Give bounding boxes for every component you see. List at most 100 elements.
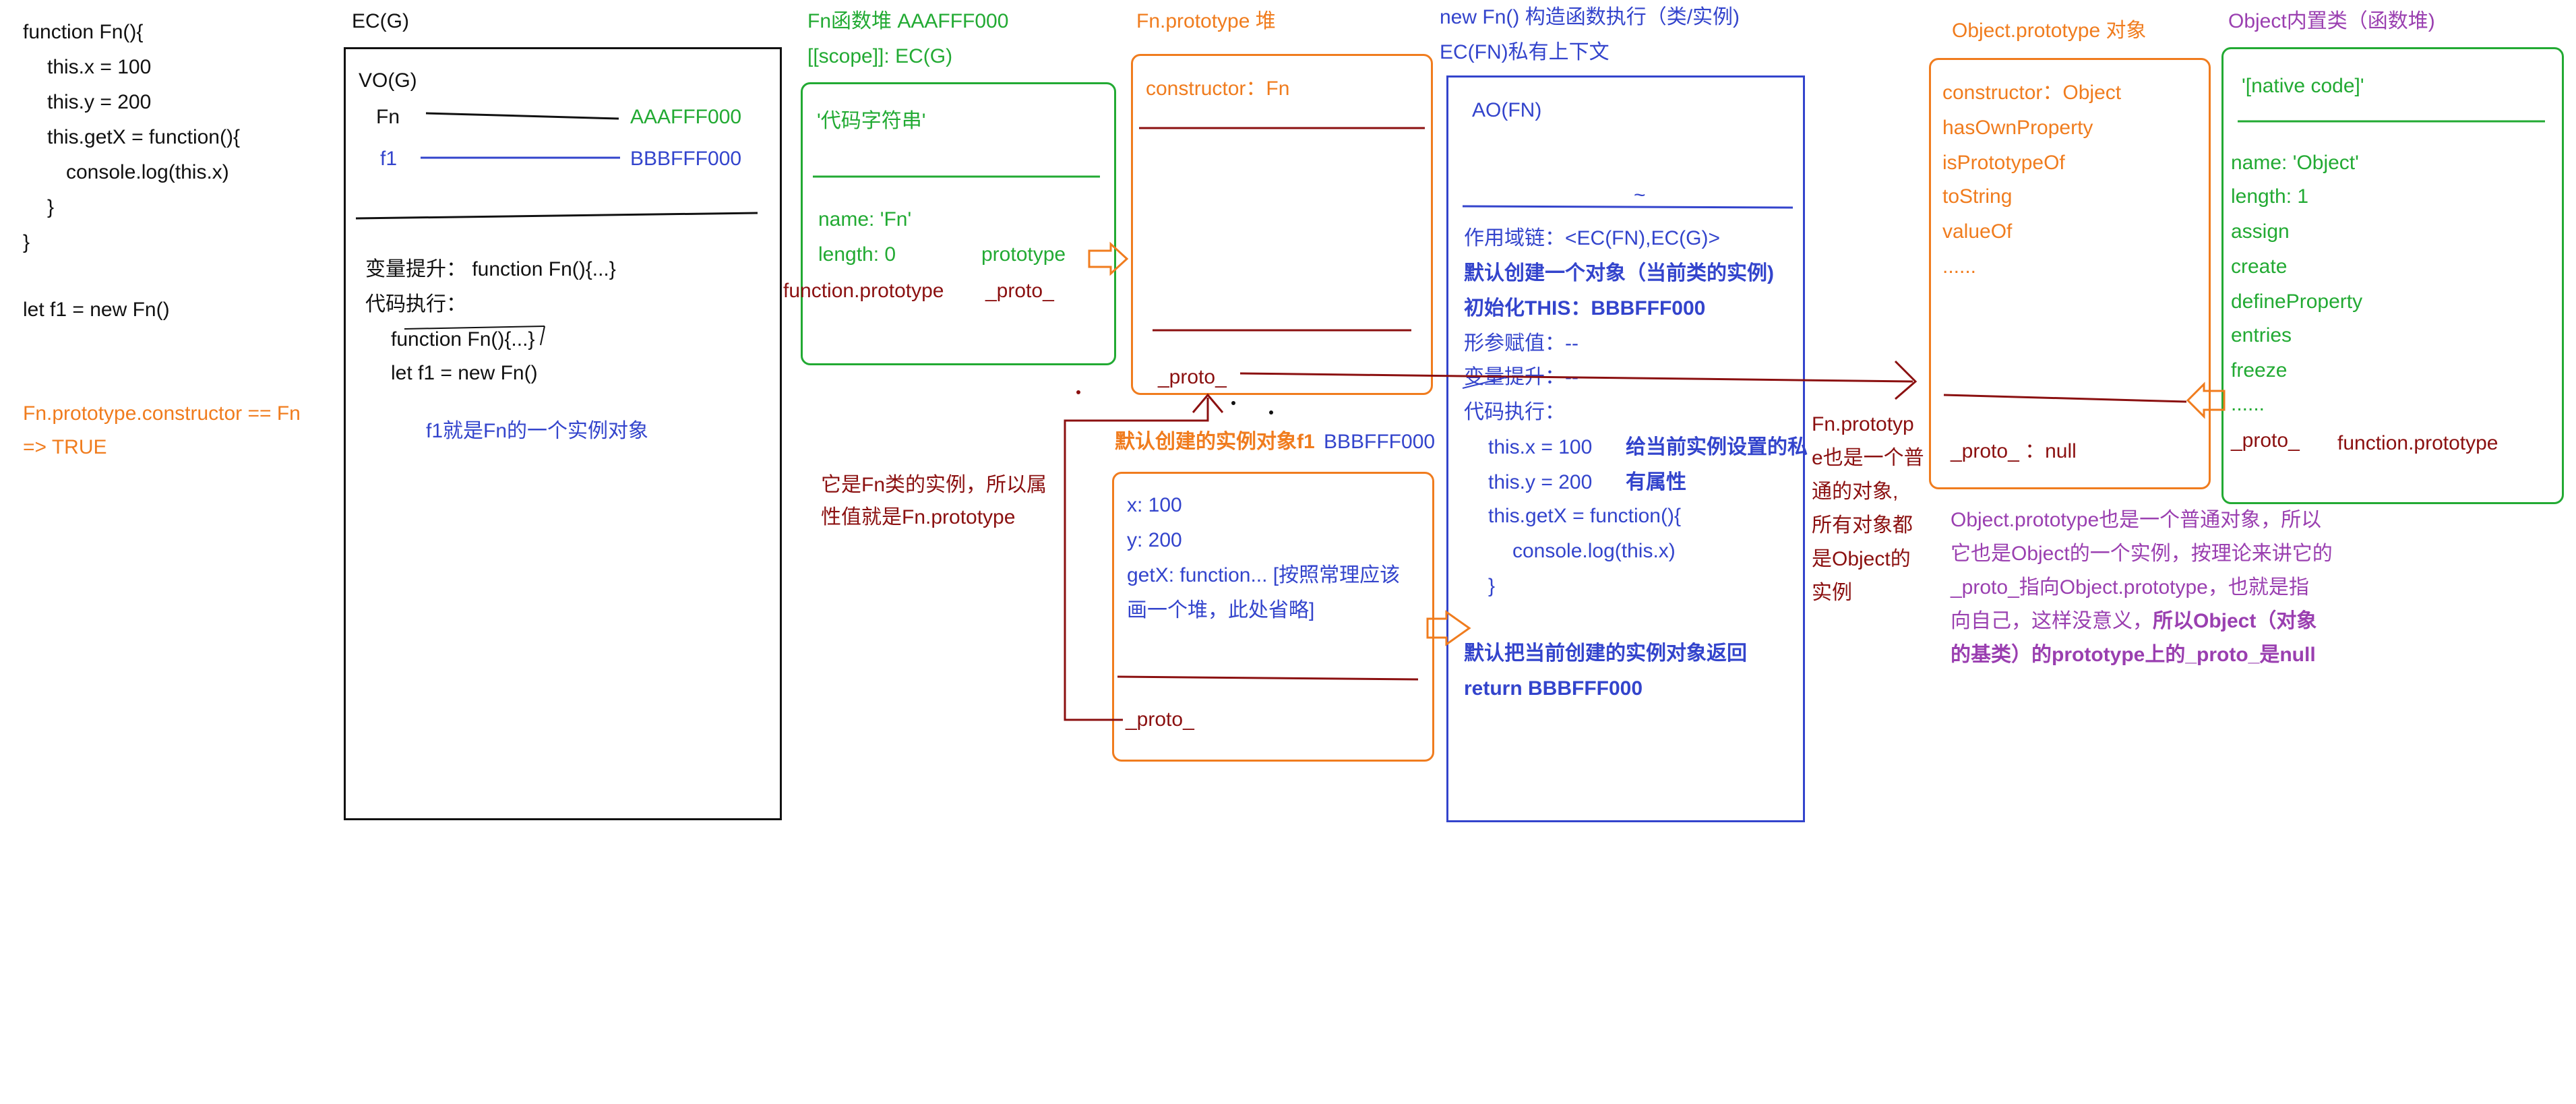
fnproto-proto: _proto_ [1158,366,1227,388]
this-y: this.y = 200 [1488,471,1593,493]
newfn-box [1446,75,1805,822]
objproto-note-4-bold: 所以Object（对象 [2153,610,2317,632]
objproto-note-1: Object.prototype也是一个普通对象，所以 [1951,509,2322,531]
this-y-note: 有属性 [1626,471,1686,493]
ecg-box [344,47,782,820]
scope-chain: 作用域链：<EC(FN),EC(G)> [1464,227,1721,249]
this-x: this.x = 100 [1488,436,1593,458]
ecg-exec-1: function Fn(){...} [391,328,535,350]
instance-box [1112,472,1434,762]
objclass-title: Object内置类（函数堆) [2228,10,2435,32]
stray-dot [1231,401,1235,405]
strike-mark [404,326,545,330]
this-getx: this.getX = function(){ [1488,505,1681,527]
objclass-item: create [2231,255,2288,278]
fnheap-box [801,82,1116,365]
ecg-exec: 代码执行： [365,293,466,315]
instance-proto-arrowhead [1192,393,1224,413]
this-log: console.log(this.x) [1512,540,1676,562]
stray-dot [1269,410,1273,415]
fn-pointer-line [425,112,619,120]
objclass-func-proto: function.prototype [2337,432,2498,454]
fnproto-box [1131,54,1433,395]
instance-getx: getX: function... [按照常理应该 [1127,564,1401,586]
fnproto-constructor: constructor：Fn [1146,78,1290,100]
instance-getx-cont: 画一个堆，此处省略] [1127,599,1315,621]
newfn-subtitle: EC(FN)私有上下文 [1440,41,1609,63]
fnproto-note-5: 是Object的 [1812,548,1911,570]
objproto-note-5: 的基类）的prototype上的_proto_是null [1951,644,2316,666]
stray-dot [1076,390,1080,394]
objclass-box [2221,47,2564,504]
var-f1: f1 [380,148,398,170]
objclass-item: assign [2231,220,2290,243]
fnproto-note-1: Fn.prototyp [1812,413,1914,435]
code-line: console.log(this.x) [66,161,229,183]
objproto-note-4: 向自己，这样没意义，所以Object（对象 [1951,608,2317,635]
fnproto-note-3: 通的对象, [1812,481,1899,503]
objproto-proto: _proto_ ：null [1951,440,2077,462]
objproto-item: ...... [1942,255,1977,278]
hoist-strike [1462,377,1506,389]
objclass-item: name: 'Object' [2231,152,2359,174]
objproto-note-2: 它也是Object的一个实例，按理论来讲它的 [1951,543,2333,565]
fnheap-prototype: prototype [981,243,1066,266]
strike-mark-tail [540,326,545,346]
code-line: } [47,196,55,218]
objclass-proto: _proto_ [2231,429,2300,452]
this-x-note: 给当前实例设置的私 [1626,436,1808,458]
objproto-title: Object.prototype 对象 [1952,20,2147,42]
objproto-item: isPrototypeOf [1942,152,2065,174]
fnheap-name: name: 'Fn' [818,208,912,231]
fnheap-title: Fn函数堆 AAAFFF000 [807,10,1009,32]
fnproto-note-6: 实例 [1812,582,1852,604]
var-fn: Fn [376,106,400,128]
fnheap-func-proto: function.prototype [783,280,944,302]
objproto-note-4-text: 向自己，这样没意义， [1951,610,2153,632]
fnheap-code: '代码字符串' [817,110,926,132]
fnheap-proto: _proto_ [985,280,1054,302]
instance-y: y: 200 [1127,529,1182,551]
fnproto-title: Fn.prototype 堆 [1136,10,1276,32]
fnproto-note-2: e也是一个普 [1812,447,1924,469]
objclass-item: ...... [2231,393,2265,415]
proto-chain-line [1239,372,1913,383]
objproto-box [1929,58,2211,489]
code-line: this.getX = function(){ [47,126,240,148]
ecg-divider [355,212,758,220]
objproto-item: toString [1942,185,2013,208]
instance-note-2: 性值就是Fn.prototype [821,506,1016,528]
ecg-exec-2: let f1 = new Fn() [391,362,538,384]
ecg-hoist: 变量提升： function Fn(){...} [365,258,616,280]
code-line: this.y = 200 [47,91,152,113]
code-line: let f1 = new Fn() [23,299,170,321]
ao-label: AO(FN) [1472,99,1542,121]
fnproto-note-4: 所有对象都 [1812,514,1913,536]
f1-note: f1就是Fn的一个实例对象 [426,420,649,442]
objproto-item: valueOf [1942,220,2013,243]
prototype-arrow [1088,241,1129,276]
objproto-item: constructor：Object [1942,82,2122,104]
tilde-mark: ~ [1634,184,1646,206]
ao-divider [1462,205,1793,209]
objclass-item: freeze [2231,359,2288,381]
return-value: return BBBFFF000 [1464,677,1643,700]
objclass-item: defineProperty [2231,290,2363,313]
objproto-note-3: _proto_指向Object.prototype，也就是指 [1951,576,2309,599]
init-this: 初始化THIS：BBBFFF000 [1464,297,1706,319]
instance-title: 默认创建的实例对象f1 [1115,431,1315,453]
fnheap-scope: [[scope]]: EC(G) [807,45,953,67]
constructor-note-result: => TRUE [23,436,107,458]
objclass-native: '[native code]' [2242,75,2364,97]
objproto-divider [1943,394,2187,403]
f1-address: BBBFFF000 [630,148,742,170]
objclass-prototype-arrow [2186,381,2226,419]
vog-label: VO(G) [359,69,417,92]
fnheap-length: length: 0 [818,243,896,266]
constructor-note: Fn.prototype.constructor == Fn [23,402,301,425]
objclass-item: entries [2231,324,2292,346]
code-line: function Fn(){ [23,21,144,43]
code-line: this.x = 100 [47,56,152,78]
code-line: } [23,231,30,253]
newfn-title: new Fn() 构造函数执行（类/实例) [1440,6,1740,28]
